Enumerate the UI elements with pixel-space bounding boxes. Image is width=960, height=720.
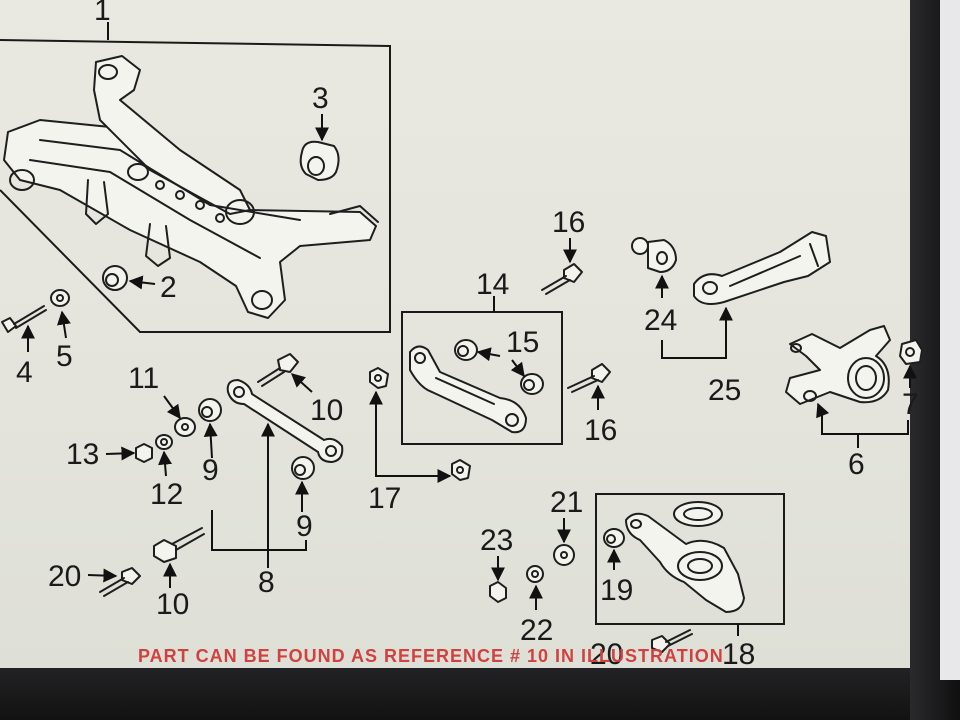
washer-22 — [526, 565, 544, 583]
bolt-16-lower — [567, 363, 611, 393]
nut-17-upper — [369, 367, 389, 389]
diagram-screen — [0, 0, 910, 668]
subframe-washer — [50, 289, 70, 307]
lower-arm-bushing — [603, 528, 625, 548]
callout-25: 25 — [708, 374, 741, 407]
lateral-link-bushing-b — [520, 373, 544, 395]
lateral-link-group-box — [401, 311, 563, 445]
callout-20-bottom: 20 — [590, 638, 623, 671]
link-bolt-lower — [153, 527, 205, 563]
link-bushing-lower — [291, 456, 315, 480]
callout-5: 5 — [56, 340, 73, 373]
callout-23: 23 — [480, 524, 513, 557]
callout-labels: 1 2 3 4 5 6 7 8 9 9 10 10 11 12 13 14 15… — [16, 0, 919, 671]
callout-11: 11 — [128, 362, 159, 395]
callout-3: 3 — [312, 82, 329, 115]
callout-16-upper: 16 — [552, 206, 585, 239]
callout-21: 21 — [550, 486, 583, 519]
bolt-20-left — [99, 567, 141, 597]
parts-diagram: 1 2 3 4 5 6 7 8 9 9 10 10 11 12 13 14 15… — [0, 22, 922, 666]
callout-9-lower: 9 — [296, 510, 313, 543]
subframe-bushing-small — [102, 265, 128, 291]
link-bushing-upper — [198, 398, 222, 422]
callout-2: 2 — [160, 271, 177, 304]
callout-18: 18 — [722, 638, 755, 671]
callout-1: 1 — [94, 0, 111, 27]
rear-knuckle — [785, 325, 891, 405]
monitor-bezel-right — [910, 0, 960, 720]
callout-14: 14 — [476, 268, 509, 301]
bolt-16-upper — [541, 263, 583, 295]
callout-20-left: 20 — [48, 560, 81, 593]
callout-12: 12 — [150, 478, 183, 511]
upper-arm-bushing — [631, 237, 677, 273]
callout-15: 15 — [506, 326, 539, 359]
callout-24: 24 — [644, 304, 677, 337]
callout-7: 7 — [902, 388, 919, 421]
callout-10-upper: 10 — [310, 394, 343, 427]
leader-lines — [21, 114, 917, 636]
nut-17-lower — [451, 459, 471, 481]
rear-trailing-link — [226, 379, 344, 463]
callout-17: 17 — [368, 482, 401, 515]
callout-9-upper: 9 — [202, 454, 219, 487]
lower-control-arm — [625, 512, 745, 613]
link-bolt-upper — [257, 353, 299, 387]
lateral-link-bushing-a — [454, 339, 478, 361]
bezel-highlight — [940, 0, 960, 680]
nut-23 — [489, 581, 507, 603]
callout-19: 19 — [600, 574, 633, 607]
rear-subframe — [3, 55, 379, 319]
washer-11 — [174, 417, 196, 437]
lower-arm-group-box — [595, 493, 785, 625]
reference-note: PART CAN BE FOUND AS REFERENCE # 10 IN I… — [138, 646, 724, 666]
upper-control-arm — [693, 231, 831, 305]
subframe-bushing-large — [299, 140, 340, 181]
nut-13 — [135, 443, 153, 463]
knuckle-bushing — [899, 339, 923, 365]
monitor-bezel-bottom — [0, 668, 910, 720]
callout-8: 8 — [258, 566, 275, 599]
callout-16-lower: 16 — [584, 414, 617, 447]
bolt-20-bottom — [651, 629, 693, 653]
callout-10-lower: 10 — [156, 588, 189, 621]
spring-seat — [673, 501, 723, 527]
washer-21 — [553, 544, 575, 566]
callout-13: 13 — [66, 438, 99, 471]
lateral-link — [409, 345, 527, 434]
callout-4: 4 — [16, 356, 33, 389]
subframe-group-box — [0, 39, 391, 333]
washer-12 — [155, 434, 173, 450]
callout-6: 6 — [848, 448, 865, 481]
subframe-bolt — [1, 305, 47, 333]
callout-22: 22 — [520, 614, 553, 647]
